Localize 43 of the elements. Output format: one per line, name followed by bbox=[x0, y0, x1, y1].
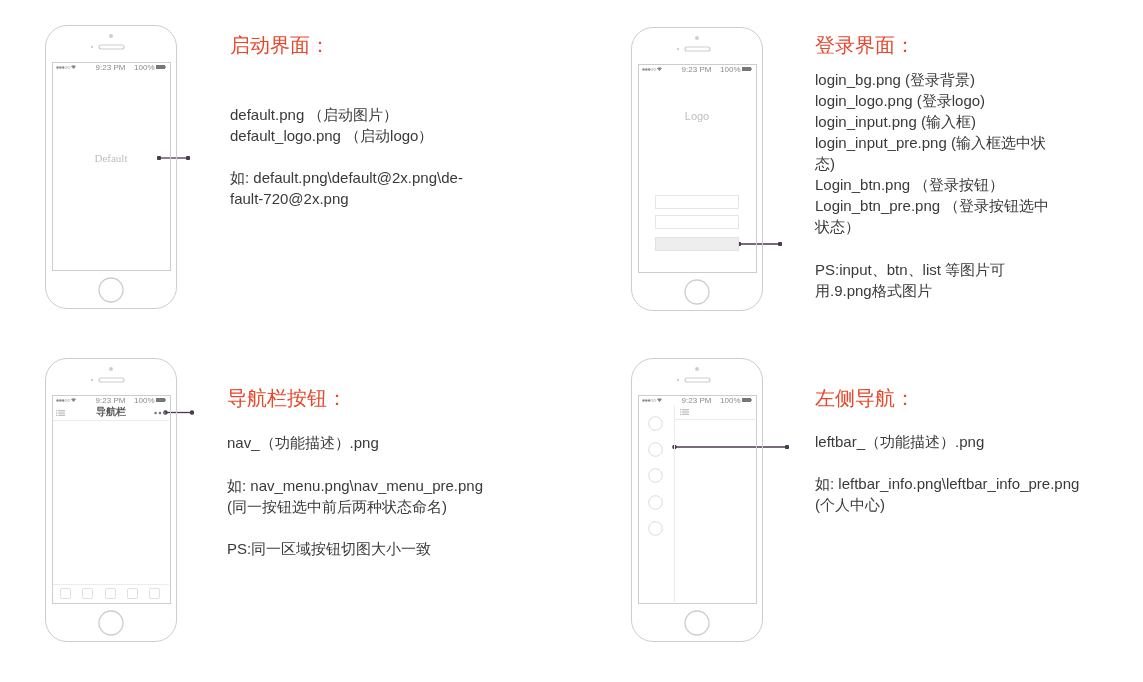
phone-frame bbox=[631, 358, 763, 642]
status-time: 9:23 PM bbox=[95, 395, 126, 405]
leader-line bbox=[156, 155, 191, 161]
status-time: 9:23 PM bbox=[95, 62, 126, 72]
note-text: Login_btn_pre.png （登录按钮选中状态） bbox=[815, 195, 1051, 237]
section-title: 登录界面： bbox=[815, 33, 915, 57]
note-text: (同一按钮选中前后两种状态命名) bbox=[227, 496, 447, 517]
battery-percentage: 100% bbox=[720, 64, 741, 74]
note-text: default.png （启动图片） bbox=[230, 104, 399, 125]
battery-percentage: 100% bbox=[720, 395, 741, 405]
section-title: 启动界面： bbox=[230, 33, 330, 57]
navbar-title: 导航栏 bbox=[95, 406, 126, 418]
phone-frame bbox=[45, 358, 177, 642]
note-text: (个人中心) bbox=[815, 495, 885, 515]
more-icon bbox=[153, 410, 166, 415]
note-text: nav_（功能描述）.png bbox=[227, 432, 379, 453]
status-time: 9:23 PM bbox=[681, 395, 712, 405]
battery-percentage: 100% bbox=[134, 62, 155, 72]
note-text: leftbar_（功能描述）.png bbox=[815, 432, 985, 452]
note-text: login_input_pre.png (输入框选中状态) bbox=[815, 132, 1047, 174]
note-text: PS:input、btn、list 等图片可用.9.png格式图片 bbox=[815, 259, 1007, 301]
phone-frame bbox=[631, 27, 763, 311]
navigation-bar bbox=[52, 404, 169, 421]
leader-line bbox=[736, 241, 783, 247]
note-text: login_bg.png (登录背景) bbox=[815, 69, 976, 90]
note-text: 如: leftbar_info.png\leftbar_info_pre.png bbox=[815, 474, 1080, 494]
placeholder-text: Default bbox=[94, 151, 128, 165]
note-text: 如: default.png\default@2x.png\de-fault-720@2x.png bbox=[230, 167, 464, 209]
leader-line bbox=[672, 444, 790, 450]
note-text: default_logo.png （启动logo） bbox=[230, 125, 434, 146]
status-time: 9:23 PM bbox=[681, 64, 712, 74]
note-text: login_input.png (输入框) bbox=[815, 111, 976, 132]
phone-frame bbox=[45, 25, 177, 309]
section-title: 导航栏按钮： bbox=[227, 386, 347, 410]
placeholder-text: Logo bbox=[684, 110, 710, 123]
button-placeholder bbox=[655, 237, 739, 251]
note-text: 如: nav_menu.png\nav_menu_pre.png bbox=[227, 475, 483, 496]
note-text: login_logo.png (登录logo) bbox=[815, 90, 986, 111]
leader-line bbox=[163, 410, 195, 415]
note-text: Login_btn.png （登录按钮） bbox=[815, 174, 1005, 195]
note-text: PS:同一区域按钮切图大小一致 bbox=[227, 538, 432, 559]
section-title: 左侧导航： bbox=[815, 386, 915, 410]
battery-percentage: 100% bbox=[134, 395, 155, 405]
